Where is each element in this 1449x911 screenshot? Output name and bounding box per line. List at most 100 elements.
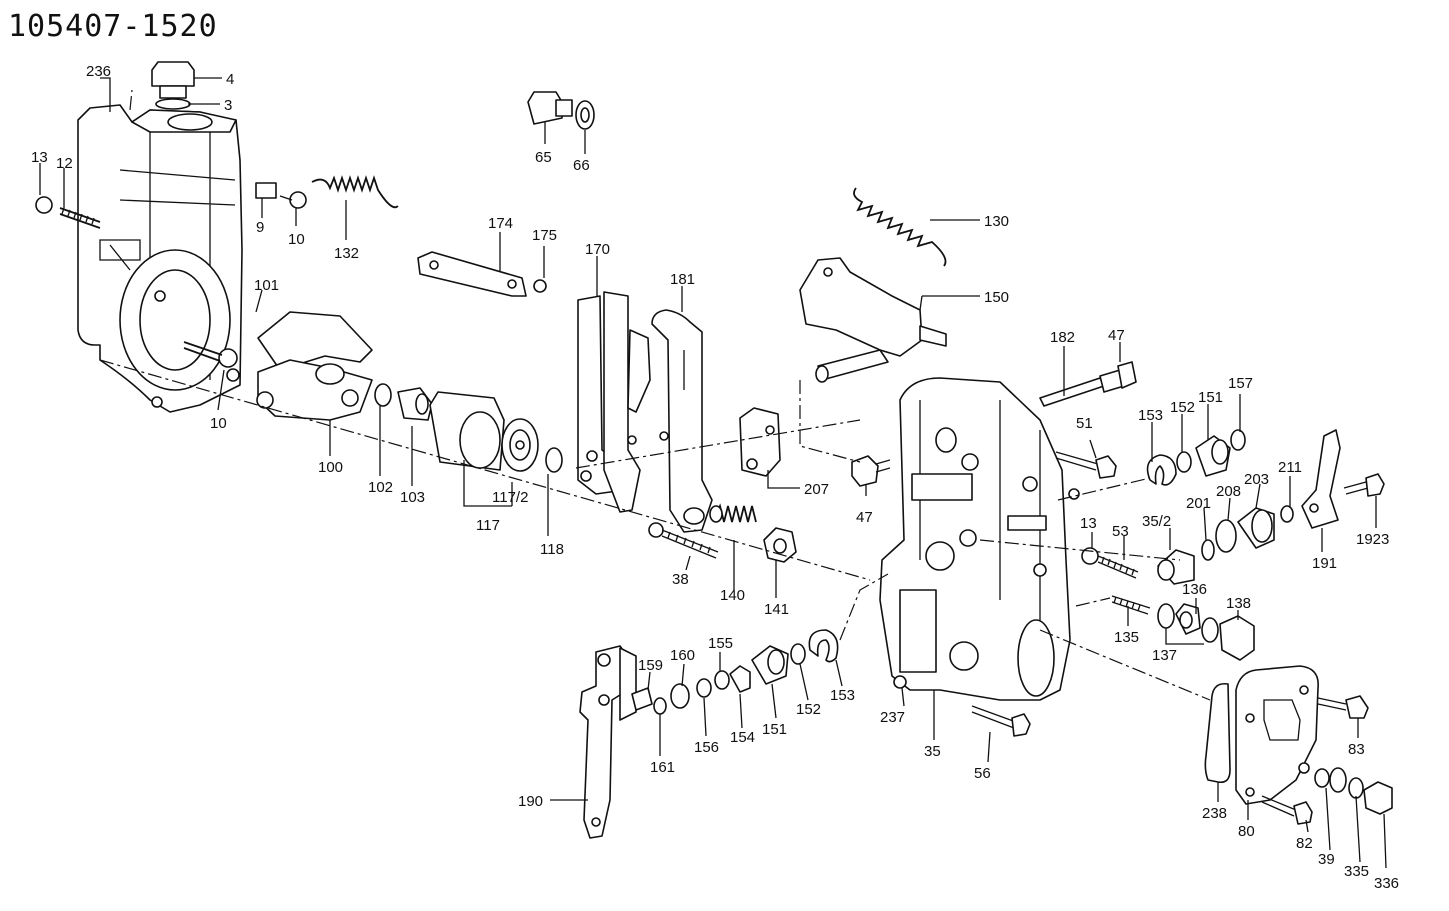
callout-51: 51 — [1076, 415, 1093, 432]
bracket-191 — [1301, 429, 1341, 529]
assembly-center-lines — [99, 89, 1211, 701]
washer-39 — [1314, 768, 1330, 788]
callout-1923: 1923 — [1356, 531, 1389, 548]
cap-203 — [1237, 507, 1275, 549]
washer-211 — [1280, 505, 1294, 523]
callout-141: 141 — [764, 601, 789, 618]
bracket-174 — [417, 251, 547, 297]
callout-161: 161 — [650, 759, 675, 776]
callout-101: 101 — [254, 277, 279, 294]
gasket-238 — [1204, 682, 1231, 784]
callout-35-2: 35/2 — [1142, 513, 1171, 530]
cap-nut-138 — [1219, 615, 1255, 661]
ring-208 — [1215, 519, 1237, 553]
callout-132: 132 — [334, 245, 359, 262]
washer-137 — [1157, 603, 1175, 629]
cap-336 — [1363, 781, 1393, 815]
callout-80: 80 — [1238, 823, 1255, 840]
governor-housing — [77, 104, 243, 413]
screw-83 — [1317, 695, 1369, 719]
nut-136 — [1175, 603, 1201, 635]
washer-157 — [1230, 429, 1246, 451]
callout-3: 3 — [224, 97, 232, 114]
screw-56 — [971, 705, 1031, 737]
callout-12: 12 — [56, 155, 73, 172]
callout-336: 336 — [1374, 875, 1399, 892]
oil-plug — [151, 61, 195, 110]
callout-118: 118 — [540, 541, 564, 558]
washer-156 — [696, 678, 712, 698]
callout-207: 207 — [804, 481, 829, 498]
bolt-47b — [851, 455, 891, 487]
spring-140 — [709, 503, 757, 523]
callout-159: 159 — [638, 657, 663, 674]
bolt-51 — [1055, 451, 1117, 479]
callout-211: 211 — [1278, 459, 1302, 476]
callout-150: 150 — [984, 289, 1009, 306]
callout-56: 56 — [974, 765, 991, 782]
stud-bolt — [35, 196, 101, 229]
callout-151: 151 — [1198, 389, 1223, 406]
governor-cover — [879, 377, 1080, 701]
callout-152-lower: 152 — [796, 701, 821, 718]
callout-153-lower: 153 — [830, 687, 855, 704]
callout-labels: 4 3 236 13 12 9 10 132 65 66 174 175 170… — [31, 63, 1399, 892]
lever-181 — [651, 309, 713, 533]
screw-38 — [648, 522, 719, 559]
nut-141 — [763, 527, 797, 563]
screw-10 — [183, 341, 238, 368]
flyweight-assembly — [256, 311, 373, 421]
circlip-153a — [1146, 454, 1177, 486]
washer-335b — [1348, 777, 1364, 799]
bracket-159 — [631, 687, 653, 711]
leader-lines — [39, 77, 1387, 869]
washer-335a — [1329, 767, 1347, 793]
nut-13b — [1081, 547, 1099, 565]
callout-151-lower: 151 — [762, 721, 787, 738]
callout-38: 38 — [672, 571, 689, 588]
callout-238: 238 — [1202, 805, 1227, 822]
callout-208: 208 — [1216, 483, 1241, 500]
callout-13-right: 13 — [1080, 515, 1097, 532]
callout-136: 136 — [1182, 581, 1207, 598]
callout-182: 182 — [1050, 329, 1075, 346]
callout-135: 135 — [1114, 629, 1139, 646]
callout-10: 10 — [288, 231, 305, 248]
callout-102: 102 — [368, 479, 393, 496]
plug-35-2 — [1157, 549, 1195, 585]
pin-182 — [1039, 361, 1137, 407]
callout-47: 47 — [1108, 327, 1125, 344]
washer-155 — [714, 670, 730, 690]
small-bracket — [255, 182, 307, 209]
bushing-151b — [751, 645, 789, 685]
callout-39: 39 — [1318, 851, 1335, 868]
spring-132 — [311, 175, 399, 209]
callout-47-lower: 47 — [856, 509, 873, 526]
callout-181: 181 — [670, 271, 695, 288]
callout-83: 83 — [1348, 741, 1365, 758]
callout-156: 156 — [694, 739, 719, 756]
callout-130: 130 — [984, 213, 1009, 230]
callout-9: 9 — [256, 219, 264, 236]
screw-53 — [1097, 555, 1139, 579]
diagram-part-number: 105407-1520 — [8, 9, 218, 44]
washer-161 — [653, 697, 667, 715]
callout-174: 174 — [488, 215, 513, 232]
plug-65 — [527, 91, 595, 130]
cover-80 — [1235, 665, 1319, 805]
callout-103: 103 — [400, 489, 425, 506]
callout-138: 138 — [1226, 595, 1251, 612]
callout-160: 160 — [670, 647, 695, 664]
sleeve-117 — [429, 391, 539, 472]
callout-237: 237 — [880, 709, 905, 726]
adjust-screw-135 — [1111, 595, 1151, 615]
callout-335: 335 — [1344, 863, 1369, 880]
callout-35: 35 — [924, 743, 941, 760]
circlip-153b — [808, 629, 839, 663]
callout-175: 175 — [532, 227, 557, 244]
callout-117: 117 — [476, 517, 500, 534]
callout-203: 203 — [1244, 471, 1269, 488]
callout-201: 201 — [1186, 495, 1211, 512]
ring-102 — [374, 383, 392, 407]
